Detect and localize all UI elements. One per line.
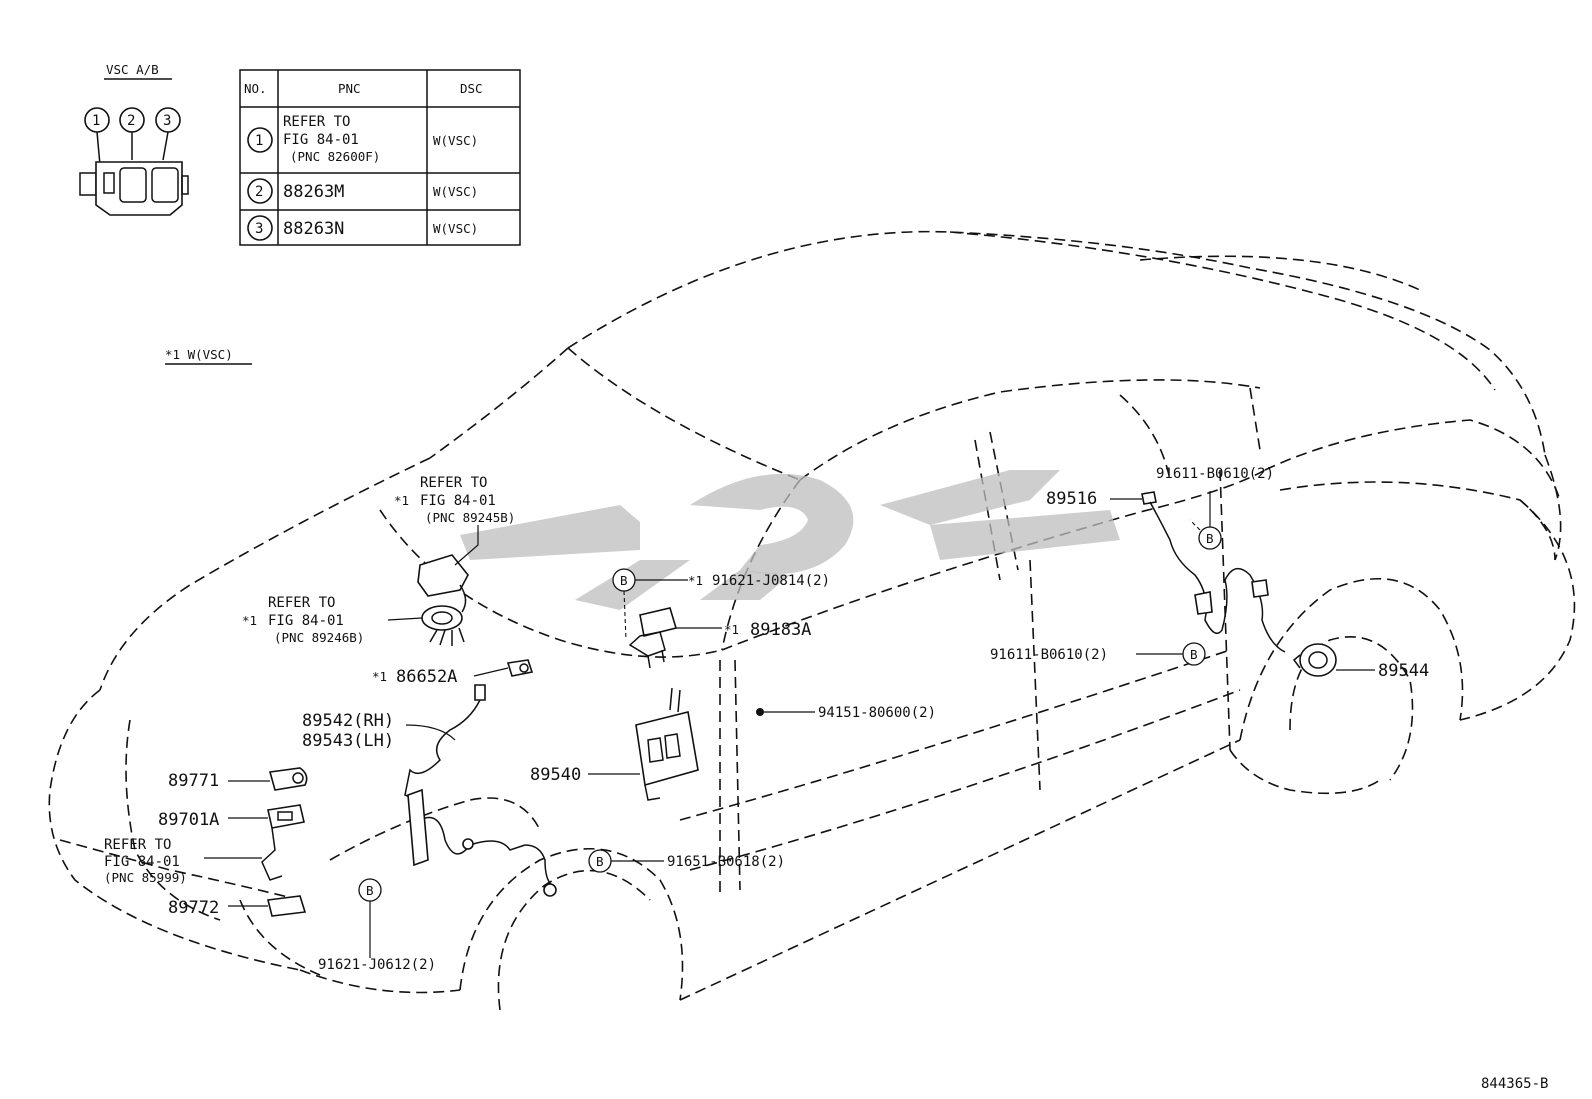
row-pnc-line: 88263M: [283, 182, 344, 202]
row-no: 2: [255, 184, 263, 200]
bolt-letter: B: [596, 854, 604, 869]
sensor-89701a-sketch: [267, 804, 305, 829]
table-row: 1 REFER TO FIG 84-01 (PNC 82600F) W(VSC): [247, 114, 478, 164]
ecu-89540-sketch: [635, 687, 699, 801]
callout-mark: *1: [724, 622, 739, 637]
callout-89516: 89516: [1046, 489, 1097, 509]
bolt-letter: B: [620, 573, 628, 588]
figure-id: 844365-B: [1481, 1076, 1548, 1092]
table-header-pnc: PNC: [338, 81, 361, 96]
nut-marker: [756, 708, 764, 716]
callout-part-number: 91621-J0814(2): [712, 573, 830, 589]
callout-part-number: 86652A: [396, 667, 457, 687]
callout-89544: 89544: [1378, 661, 1429, 681]
leader-lines: [204, 491, 1375, 958]
front-speed-sensor-wire-sketch: [404, 684, 557, 897]
callout-91611-b0610-top: 91611-B0610(2): [1156, 466, 1274, 482]
table-row: 3 88263N W(VSC): [247, 215, 478, 241]
callout-line: (PNC 89245B): [425, 510, 515, 525]
watermark-logo: [460, 470, 1120, 610]
bolt-marker: B: [588, 849, 612, 873]
pin-label-3: 3: [163, 113, 171, 129]
callout-94151-80600: 94151-80600(2): [818, 705, 936, 721]
row-no: 3: [255, 221, 263, 237]
callout-mark: *1: [394, 493, 409, 508]
callout-line: FIG 84-01: [420, 493, 496, 509]
callout-89540: 89540: [530, 765, 581, 785]
vsc-connector-illustration: VSC A/B 1 2 3: [79, 62, 189, 216]
callout-line: (PNC 85999): [104, 870, 187, 885]
sensor-86652a-sketch: [506, 659, 534, 677]
bolt-letter: B: [1190, 647, 1198, 662]
row-pnc-line: REFER TO: [283, 114, 350, 130]
table-row: 2 88263M W(VSC): [247, 178, 478, 204]
callout-part-number: 89183A: [750, 620, 811, 640]
row-dsc: W(VSC): [433, 133, 478, 148]
callout-91651-b0618: 91651-B0618(2): [667, 854, 785, 870]
bolt-marker: B: [358, 878, 382, 902]
callout-89183a: *1 89183A: [724, 620, 811, 640]
row-dsc: W(VSC): [433, 221, 478, 236]
callout-line: REFER TO: [104, 837, 171, 853]
callout-mark: *1: [688, 573, 703, 588]
car-body-outline: [48, 230, 1576, 1011]
bolt-marker: B: [1198, 526, 1222, 550]
callout-91621-j0814: *1 91621-J0814(2): [688, 573, 830, 589]
bracket-sketch: [261, 827, 283, 881]
rear-speed-sensor-wire-sketch: [1141, 491, 1286, 653]
callout-mark: *1: [242, 613, 257, 628]
sensor-89772-sketch: [267, 895, 307, 917]
row-pnc-line: 88263N: [283, 219, 344, 239]
bolt-marker: B: [612, 568, 636, 592]
bolt-letter: B: [366, 883, 374, 898]
callout-89771: 89771: [168, 771, 219, 791]
callout-ref-89246b: REFER TO *1 FIG 84-01 (PNC 89246B): [242, 595, 364, 645]
callout-89542: 89542(RH): [302, 711, 394, 731]
callout-line: (PNC 89246B): [274, 630, 364, 645]
rear-sensor-rotor-89544-sketch: [1292, 643, 1337, 677]
table-header-dsc: DSC: [460, 81, 483, 96]
callout-86652a: *1 86652A: [372, 667, 457, 687]
row-pnc-line: FIG 84-01: [283, 132, 359, 148]
yaw-rate-sensor-sketch: [417, 554, 469, 646]
sensor-89771-sketch: [268, 767, 308, 791]
parts-table: NO. PNC DSC 1 REFER TO FIG 84-01 (PNC 82…: [239, 69, 521, 246]
callout-mark: *1: [372, 669, 387, 684]
callout-89543: 89543(LH): [302, 731, 394, 751]
row-no: 1: [255, 133, 263, 149]
callout-line: FIG 84-01: [268, 613, 344, 629]
callout-ref-85999: REFER TO FIG 84-01 (PNC 85999): [104, 837, 187, 885]
callout-ref-89245b: REFER TO *1 FIG 84-01 (PNC 89245B): [394, 475, 515, 525]
callout-89701a: 89701A: [158, 810, 219, 830]
callout-line: REFER TO: [268, 595, 335, 611]
callout-line: REFER TO: [420, 475, 487, 491]
footnote-w-vsc: *1 W(VSC): [165, 347, 233, 362]
callout-89772: 89772: [168, 898, 219, 918]
bolt-marker: B: [1182, 642, 1206, 666]
bracket-89183a-sketch: [628, 607, 678, 669]
row-dsc: W(VSC): [433, 184, 478, 199]
callout-91621-j0612: 91621-J0612(2): [318, 957, 436, 973]
table-header-no: NO.: [244, 81, 267, 96]
bolt-letter: B: [1206, 531, 1214, 546]
connector-title: VSC A/B: [106, 62, 159, 77]
pin-label-2: 2: [127, 113, 135, 129]
row-pnc-line: (PNC 82600F): [290, 149, 380, 164]
pin-label-1: 1: [92, 113, 100, 129]
callout-line: FIG 84-01: [104, 854, 180, 870]
callout-91611-b0610-mid: 91611-B0610(2): [990, 647, 1108, 663]
